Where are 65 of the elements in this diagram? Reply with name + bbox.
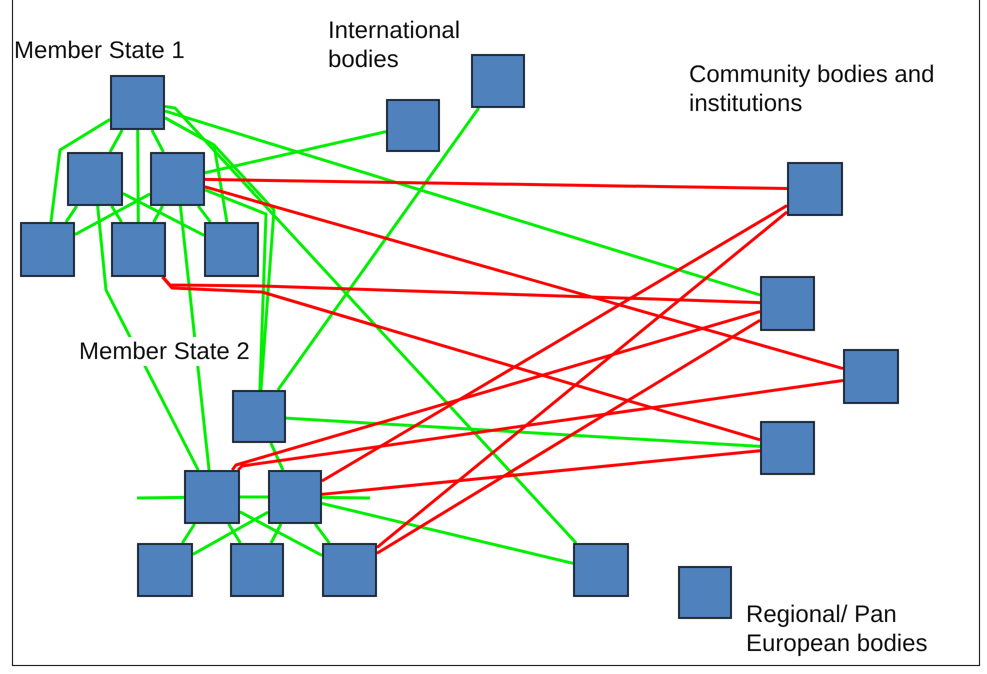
square-node bbox=[573, 543, 629, 597]
square-node bbox=[322, 543, 377, 597]
group-label: Member State 1 bbox=[14, 36, 186, 65]
square-node bbox=[67, 152, 123, 206]
connector-line bbox=[136, 496, 184, 500]
square-node bbox=[150, 152, 205, 206]
connector-line bbox=[237, 379, 844, 472]
connector-line bbox=[181, 523, 196, 544]
square-node bbox=[232, 390, 286, 443]
connector-line bbox=[314, 523, 331, 544]
connector-line bbox=[276, 107, 480, 391]
connector-line bbox=[161, 276, 760, 442]
connector-line bbox=[178, 206, 211, 470]
square-node bbox=[471, 54, 525, 108]
group-label: Community bodies and institutions bbox=[689, 60, 936, 118]
connector-line bbox=[110, 205, 123, 223]
connector-line bbox=[239, 510, 323, 557]
square-node bbox=[268, 470, 322, 524]
square-node bbox=[230, 543, 284, 597]
connector-line bbox=[231, 310, 760, 471]
connector-line bbox=[270, 523, 282, 544]
connector-line bbox=[322, 502, 574, 565]
connector-line bbox=[269, 442, 284, 471]
group-label: Member State 2 bbox=[79, 337, 250, 366]
connector-line bbox=[204, 188, 268, 390]
connector-line bbox=[164, 105, 578, 544]
connector-line bbox=[74, 192, 151, 236]
connector-line bbox=[376, 318, 761, 555]
connector-line bbox=[204, 185, 844, 370]
square-node bbox=[20, 222, 75, 277]
square-node bbox=[843, 349, 899, 404]
square-node bbox=[678, 566, 732, 619]
connector-line bbox=[162, 276, 760, 304]
connector-line bbox=[322, 449, 760, 496]
connector-line bbox=[196, 205, 212, 223]
connector-line bbox=[150, 129, 165, 153]
connector-line bbox=[240, 496, 268, 498]
connector-line bbox=[286, 416, 760, 448]
connector-line bbox=[108, 129, 124, 153]
connector-line bbox=[227, 523, 242, 544]
square-node bbox=[184, 470, 240, 524]
square-node bbox=[760, 421, 815, 475]
connector-line bbox=[322, 496, 370, 500]
square-node bbox=[137, 543, 193, 597]
connector-line bbox=[204, 178, 788, 190]
square-node bbox=[760, 276, 815, 331]
square-node bbox=[111, 222, 166, 277]
connector-line bbox=[321, 204, 788, 482]
connector-line bbox=[136, 130, 140, 222]
connector-line bbox=[164, 110, 760, 296]
connector-line bbox=[49, 118, 111, 222]
connector-line bbox=[376, 210, 788, 549]
square-node bbox=[110, 75, 165, 130]
connector-line bbox=[152, 205, 164, 223]
connector-line bbox=[204, 130, 386, 174]
connector-line bbox=[164, 116, 276, 390]
connector-line bbox=[122, 192, 205, 237]
square-node bbox=[386, 99, 440, 152]
square-node bbox=[204, 222, 259, 277]
square-node bbox=[787, 162, 843, 216]
connector-line bbox=[192, 510, 269, 556]
group-label: Regional/ Pan European bodies bbox=[746, 600, 928, 658]
group-label: International bodies bbox=[328, 16, 462, 74]
connector-line bbox=[96, 206, 200, 471]
connector-line bbox=[64, 205, 78, 223]
